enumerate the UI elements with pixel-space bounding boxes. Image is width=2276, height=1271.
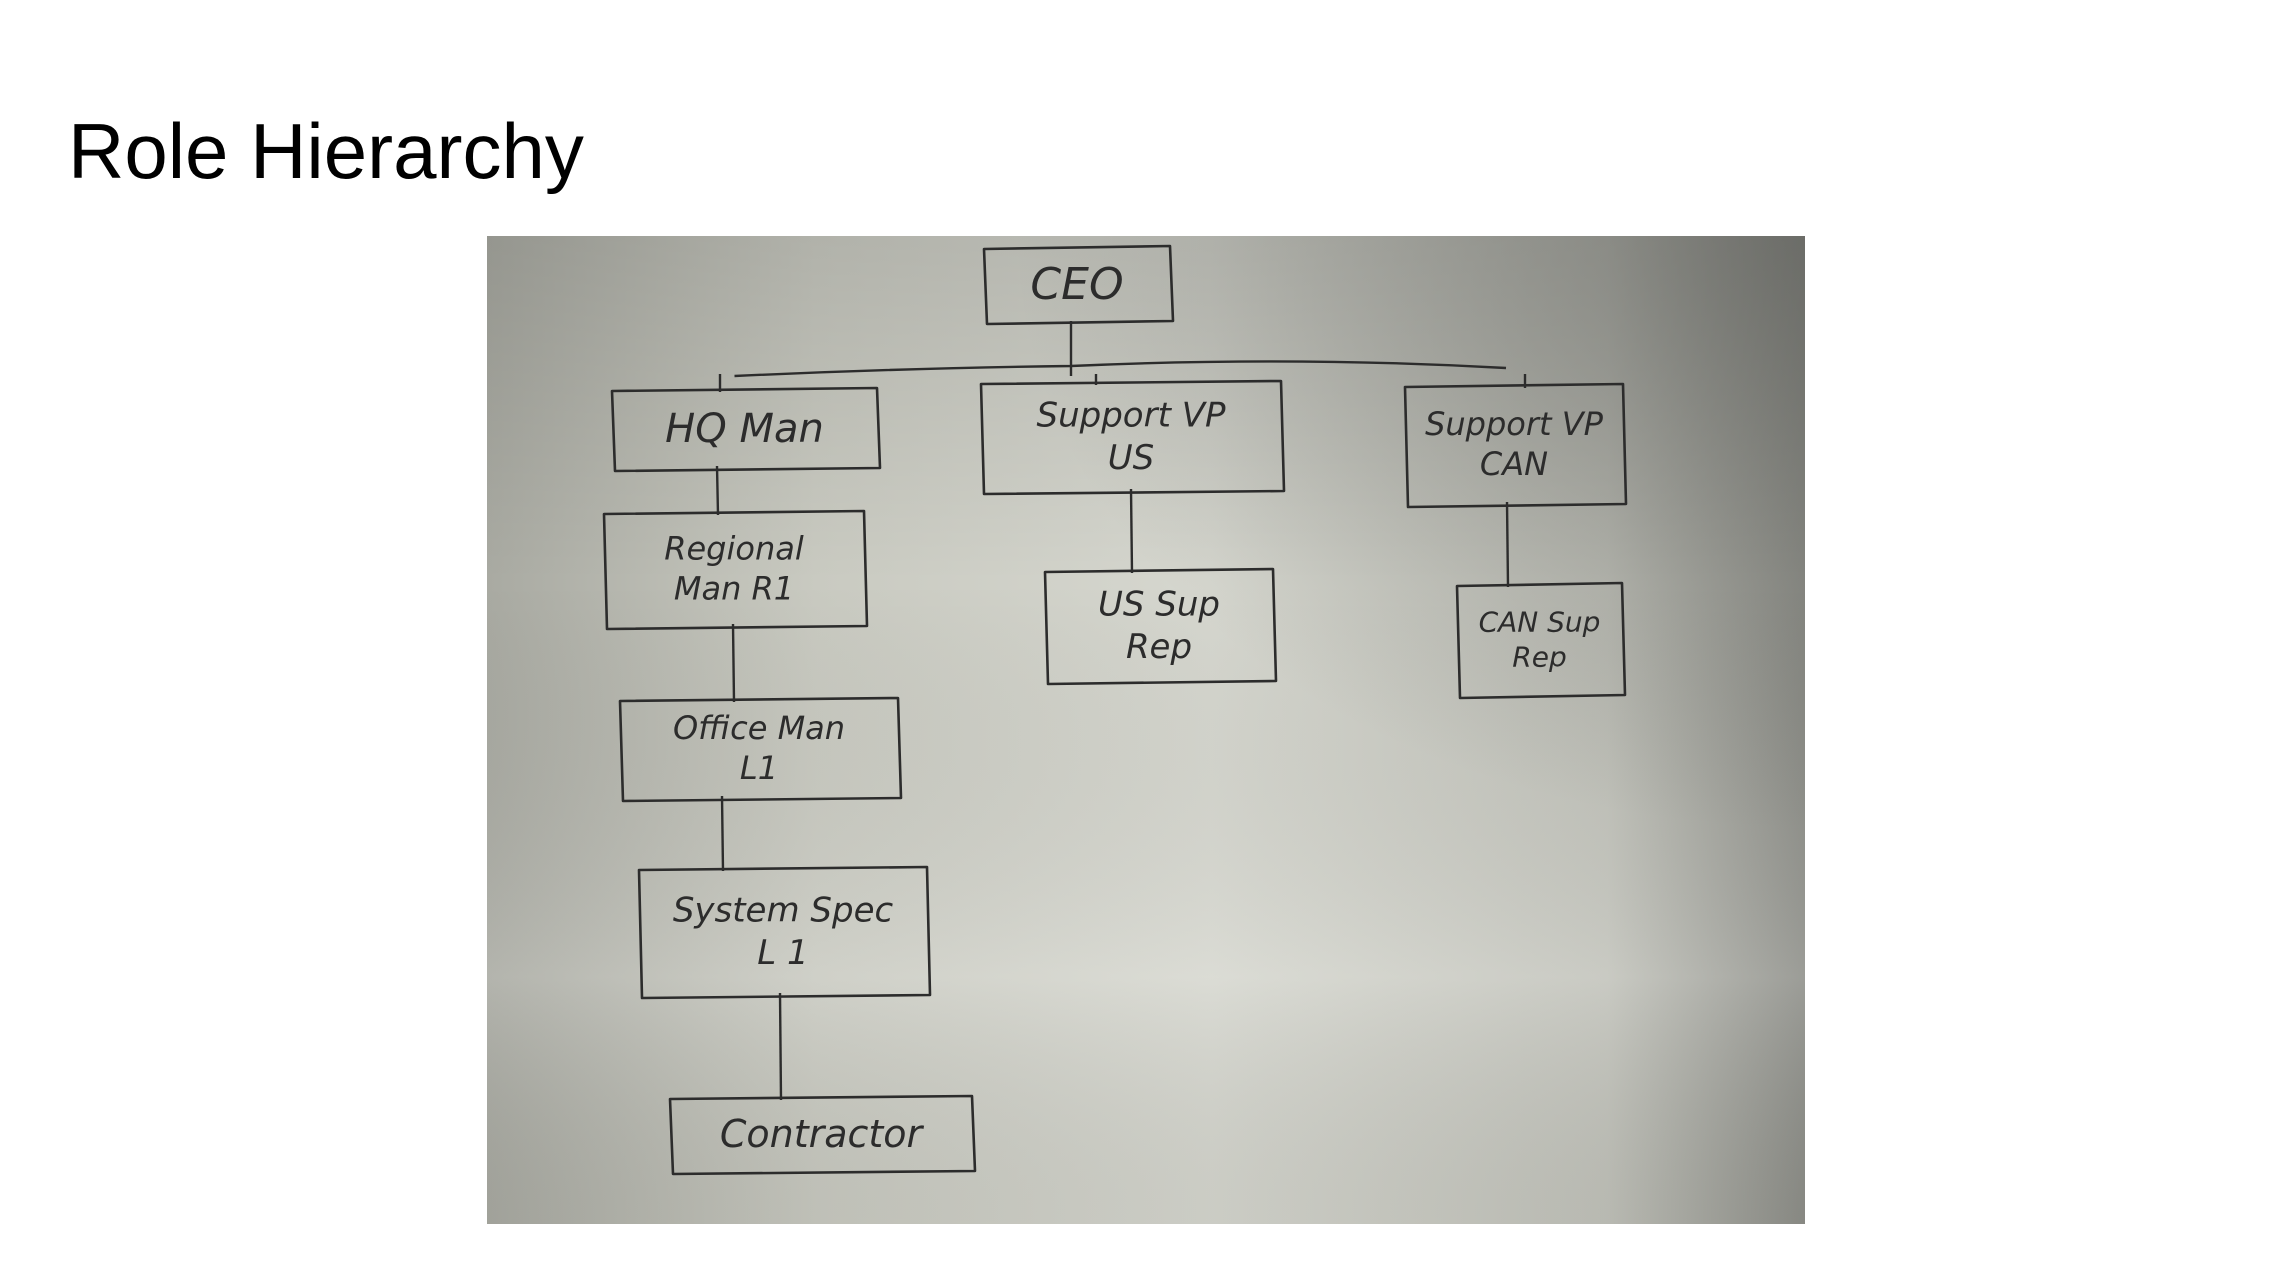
paper-corner-shadow xyxy=(487,236,1805,1224)
node-label: CAN Sup xyxy=(1479,605,1601,638)
node-label: US xyxy=(1108,438,1154,478)
node-box xyxy=(602,509,869,631)
node-contractor: Contractor xyxy=(668,1094,977,1176)
node-box xyxy=(637,865,932,1000)
node-box xyxy=(982,244,1175,326)
node-label: Contractor xyxy=(720,1112,925,1156)
node-label: Rep xyxy=(1126,627,1192,667)
node-box xyxy=(979,379,1286,496)
node-box xyxy=(1455,581,1627,700)
node-box xyxy=(610,386,882,473)
node-box xyxy=(618,696,903,803)
node-label: Rep xyxy=(1512,640,1566,673)
node-label: Regional xyxy=(664,530,804,568)
node-label: L1 xyxy=(740,749,778,787)
node-ceo: CEO xyxy=(982,244,1175,326)
node-label: Office Man xyxy=(673,709,845,747)
node-label: CAN xyxy=(1480,445,1548,483)
node-label: Support VP xyxy=(1425,405,1604,443)
node-box xyxy=(1403,382,1628,509)
node-label: Support VP xyxy=(1037,396,1226,436)
node-label: CEO xyxy=(1030,259,1123,310)
node-hq-man: HQ Man xyxy=(610,386,882,473)
node-label: US Sup xyxy=(1098,585,1220,625)
node-label: Man R1 xyxy=(674,570,794,608)
slide-title: Role Hierarchy xyxy=(68,107,584,195)
node-box xyxy=(668,1094,977,1176)
edge-regional-man-r1-to-office-man-l1 xyxy=(731,623,736,703)
edge-ceo-bus xyxy=(734,360,1507,378)
node-box xyxy=(1043,567,1278,686)
node-label: L 1 xyxy=(757,933,808,973)
edge-support-vp-can-to-can-sup-rep xyxy=(1505,501,1510,588)
edge-support-vp-us-to-us-sup-rep xyxy=(1129,488,1134,574)
node-label: HQ Man xyxy=(665,406,824,452)
edge-system-spec-l1-to-contractor xyxy=(778,992,783,1101)
edge-office-man-l1-to-system-spec-l1 xyxy=(720,795,725,872)
node-label: System Spec xyxy=(673,891,894,931)
edge-hq-man-to-regional-man-r1 xyxy=(715,465,720,516)
